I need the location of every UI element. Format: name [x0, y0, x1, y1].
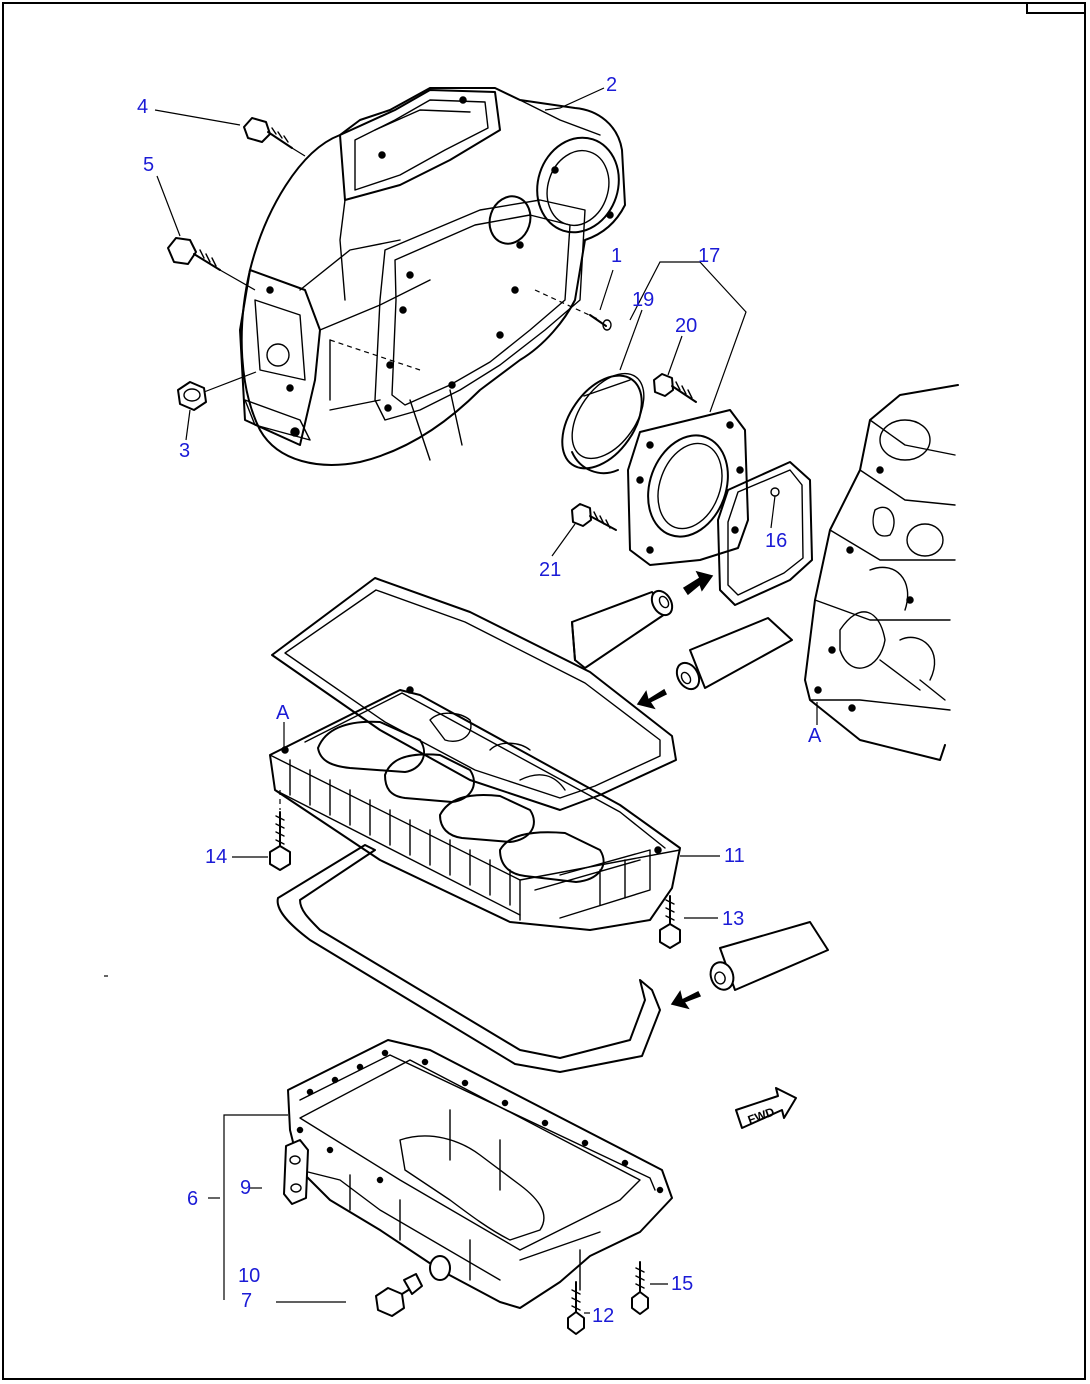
callout-21: 21 — [539, 559, 561, 581]
marker-a-right: A — [808, 725, 822, 747]
callout-1: 1 — [611, 245, 622, 267]
sealant-tube-1 — [571, 589, 674, 669]
arrow-left-1 — [636, 688, 668, 710]
sealant-tube-3 — [709, 921, 829, 991]
bolt-13 — [659, 895, 681, 949]
callout-19: 19 — [632, 289, 654, 311]
callout-4: 4 — [137, 96, 148, 118]
callout-15: 15 — [671, 1273, 693, 1295]
oil-pan-frame — [269, 686, 681, 931]
callout-7: 7 — [241, 1290, 252, 1312]
sealant-tube-2 — [675, 617, 793, 691]
callout-10: 10 — [238, 1265, 260, 1287]
callout-5: 5 — [143, 154, 154, 176]
upper-gasket — [271, 577, 677, 811]
plug-3 — [177, 371, 257, 411]
bolt-21 — [571, 503, 617, 531]
bolt-5 — [167, 237, 256, 291]
leader-lines — [104, 87, 818, 1314]
bolt-4 — [243, 117, 306, 157]
callout-9: 9 — [240, 1177, 251, 1199]
bolt-12 — [567, 1281, 585, 1335]
callout-12: 12 — [592, 1305, 614, 1327]
marker-a-left: A — [276, 702, 290, 724]
boss-9 — [283, 1139, 309, 1205]
corner-mark — [1026, 4, 1084, 14]
oil-pan — [287, 1039, 673, 1309]
flywheel-housing — [239, 87, 626, 466]
drain-plug — [375, 1273, 423, 1317]
callout-labels: 1 2 3 4 5 6 7 9 10 11 12 13 14 15 16 17 … — [137, 74, 822, 1327]
callout-3: 3 — [179, 440, 190, 462]
callout-13: 13 — [722, 908, 744, 930]
callout-2: 2 — [606, 74, 617, 96]
cylinder-block — [804, 384, 959, 761]
callout-20: 20 — [675, 315, 697, 337]
bolt-14 — [269, 790, 291, 871]
oil-seal — [561, 372, 645, 475]
dowel-pin — [589, 314, 612, 331]
callout-14: 14 — [205, 846, 227, 868]
bolt-15 — [631, 1261, 649, 1315]
callout-17: 17 — [698, 245, 720, 267]
fwd-arrow-icon: FWD — [735, 1087, 797, 1129]
callout-11: 11 — [724, 845, 745, 867]
bolt-20 — [653, 373, 697, 403]
callout-6: 6 — [187, 1188, 198, 1210]
arrow-right-1 — [682, 570, 714, 596]
seal-housing — [627, 409, 749, 566]
lower-gasket — [276, 844, 661, 1073]
arrow-left-2 — [670, 990, 702, 1010]
callout-16: 16 — [765, 530, 787, 552]
